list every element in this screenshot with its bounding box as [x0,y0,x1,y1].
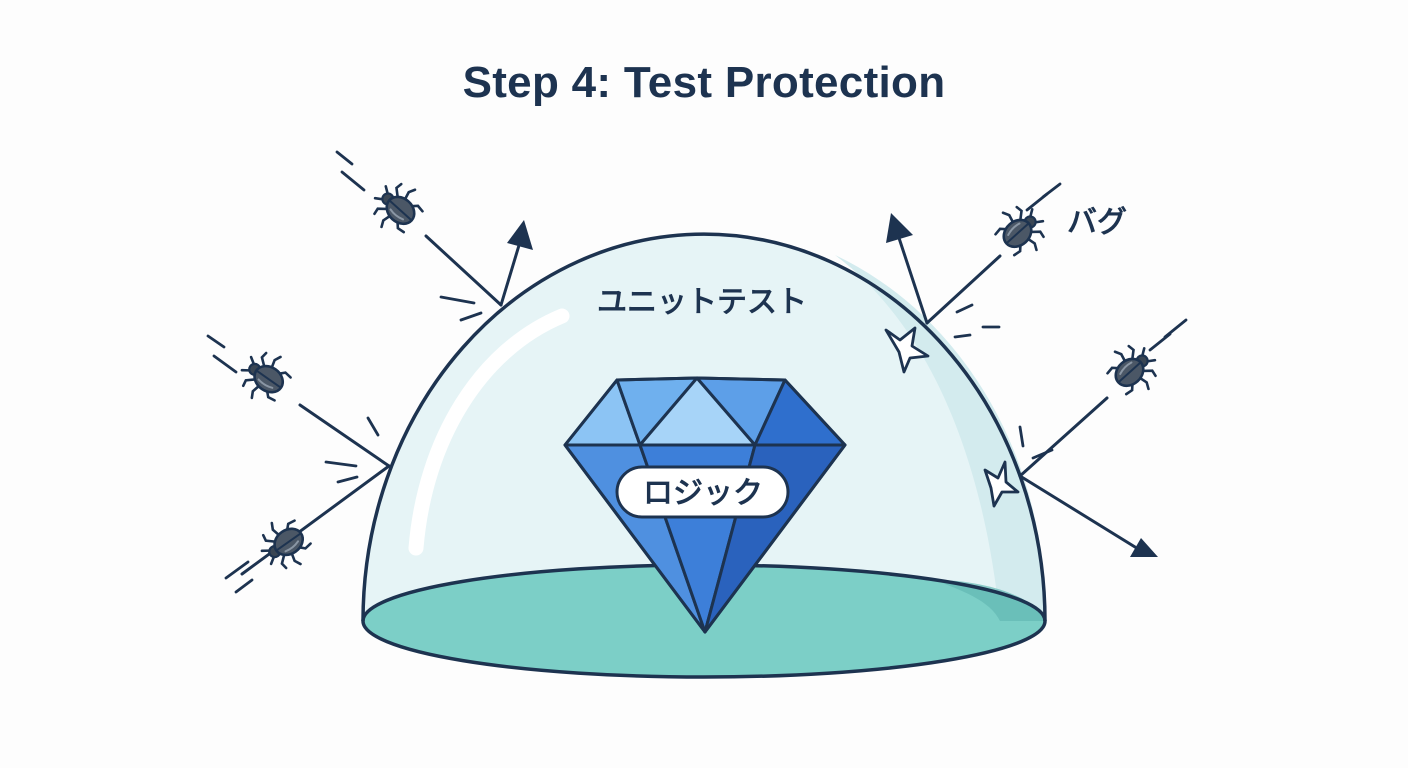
impact-spark-icon [983,460,1020,508]
ricochet-path-5 [1018,474,1137,549]
impact-spark-icon [884,326,930,374]
bug-icon [986,195,1056,265]
arrow-icon [507,220,533,250]
arrow-icon [886,213,913,243]
core-label-text: ロジック [643,476,763,511]
ricochet-arrows [240,234,1137,576]
ricochet-path-4 [897,236,929,325]
bug-icon [250,510,319,580]
bug-label: バグ [1067,205,1127,240]
arrow-icon [1130,538,1158,557]
incoming-path-1 [424,234,503,307]
incoming-path-3 [240,464,391,576]
core-label: ロジック [615,465,790,519]
ricochet-path-1 [499,240,522,307]
bug-icon [362,172,432,242]
bug-icon [230,341,299,411]
incoming-path-4 [925,254,1002,325]
motion-streaks [206,150,1188,594]
page-title: Step 4: Test Protection [462,58,946,107]
incoming-path-2 [298,403,391,468]
incoming-path-5 [1018,396,1109,478]
shield-label: ユニットテスト [597,285,807,320]
arrowheads [507,213,1158,557]
